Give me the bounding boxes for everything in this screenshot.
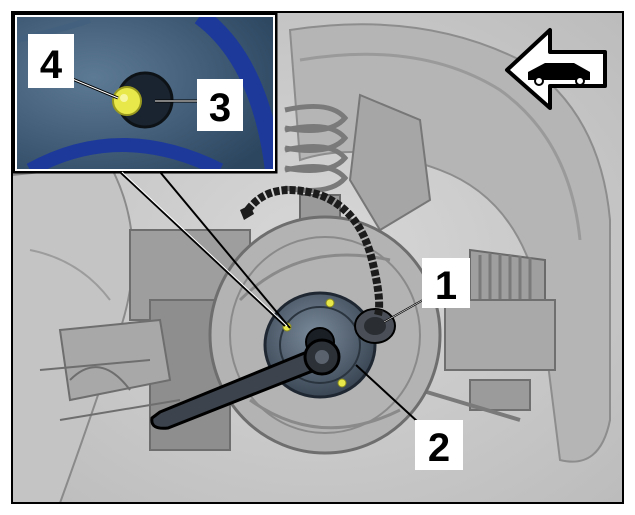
callout-3: 3 — [155, 79, 243, 131]
main-photo — [12, 12, 623, 503]
main-frame — [11, 11, 624, 504]
sensor-cable — [244, 186, 384, 317]
callout-1: 1 — [383, 258, 470, 323]
callout-label-1: 1 — [435, 264, 457, 308]
callout-2: 2 — [355, 364, 463, 470]
callout-label-4: 4 — [40, 43, 63, 87]
inset-pointer-lines — [119, 171, 291, 329]
drive-shaft — [419, 248, 556, 422]
callout-label-2: 2 — [428, 426, 450, 470]
arrow-left-with-car-icon — [505, 28, 607, 110]
callout-label-3: 3 — [209, 86, 231, 130]
torque-wrench — [150, 338, 341, 430]
callout-4: 4 — [28, 34, 119, 100]
wheel-speed-sensor — [354, 308, 396, 344]
highlighted-bolt — [112, 86, 142, 116]
